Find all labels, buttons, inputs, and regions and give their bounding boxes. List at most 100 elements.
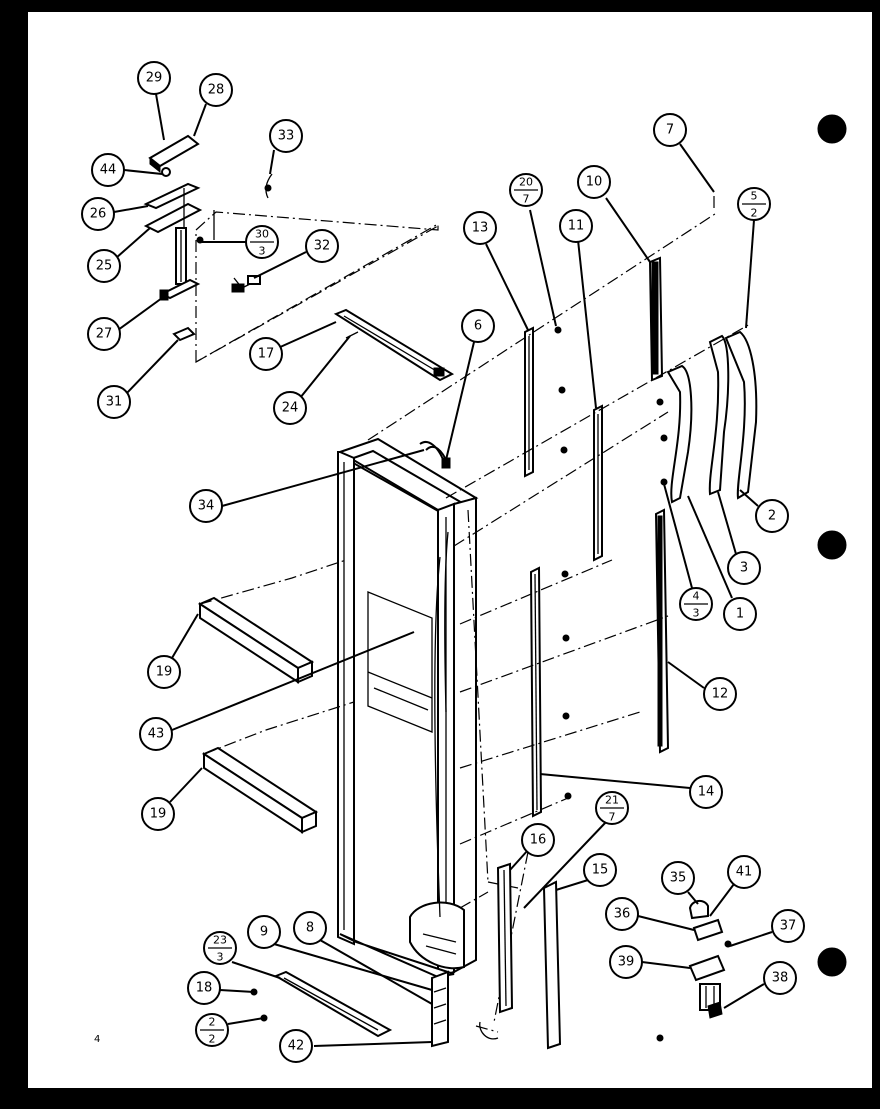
svg-text:30: 30 bbox=[255, 228, 269, 241]
callout-12: 12 bbox=[667, 661, 737, 711]
callout-32: 32 bbox=[253, 229, 339, 279]
rail-19-upper bbox=[197, 596, 315, 684]
svg-text:19: 19 bbox=[156, 665, 173, 680]
svg-text:38: 38 bbox=[772, 971, 789, 986]
svg-text:29: 29 bbox=[146, 71, 163, 86]
callout-28: 28 bbox=[193, 73, 233, 137]
svg-text:31: 31 bbox=[106, 395, 123, 410]
callout-2: 2 bbox=[739, 489, 789, 533]
handle-parts bbox=[656, 330, 758, 504]
svg-text:18: 18 bbox=[196, 981, 213, 996]
svg-text:43: 43 bbox=[148, 727, 165, 742]
callout-14: 14 bbox=[539, 773, 723, 809]
svg-text:7: 7 bbox=[609, 811, 616, 824]
page-mark: 4 bbox=[94, 1034, 100, 1045]
callout-35: 35 bbox=[661, 861, 699, 905]
svg-text:20: 20 bbox=[519, 176, 533, 189]
top-bracket bbox=[333, 308, 455, 382]
wire-harness bbox=[419, 441, 451, 469]
svg-text:26: 26 bbox=[90, 207, 107, 222]
callout-44: 44 bbox=[91, 153, 163, 187]
callout-2-2: 22 bbox=[195, 1013, 265, 1047]
svg-text:24: 24 bbox=[282, 401, 299, 416]
strip-11 bbox=[593, 404, 603, 562]
bottom-hinge-assembly bbox=[656, 900, 732, 1042]
callout-6: 6 bbox=[445, 309, 495, 461]
svg-text:3: 3 bbox=[740, 561, 748, 576]
svg-text:2: 2 bbox=[209, 1016, 216, 1029]
svg-text:4: 4 bbox=[693, 590, 700, 603]
strip-12 bbox=[654, 508, 670, 754]
callout-29: 29 bbox=[137, 61, 171, 141]
callout-1: 1 bbox=[687, 495, 757, 631]
svg-text:3: 3 bbox=[259, 245, 266, 258]
svg-text:12: 12 bbox=[712, 687, 729, 702]
svg-text:14: 14 bbox=[698, 785, 715, 800]
svg-text:41: 41 bbox=[736, 865, 753, 880]
svg-text:10: 10 bbox=[586, 175, 603, 190]
strip-15 bbox=[542, 880, 562, 1050]
svg-text:3: 3 bbox=[217, 951, 224, 964]
svg-text:35: 35 bbox=[670, 871, 687, 886]
callout-25: 25 bbox=[87, 227, 151, 283]
callout-27: 27 bbox=[87, 297, 163, 351]
callout-3: 3 bbox=[717, 491, 761, 585]
callout-20-7: 207 bbox=[509, 173, 557, 327]
svg-text:11: 11 bbox=[568, 219, 585, 234]
svg-text:39: 39 bbox=[618, 955, 635, 970]
svg-text:36: 36 bbox=[614, 907, 631, 922]
svg-text:28: 28 bbox=[208, 83, 225, 98]
svg-text:33: 33 bbox=[278, 129, 295, 144]
callout-15: 15 bbox=[555, 853, 617, 891]
strip-10 bbox=[648, 256, 664, 382]
svg-text:6: 6 bbox=[474, 319, 482, 334]
callout-11: 11 bbox=[559, 209, 597, 409]
punch-hole-top bbox=[817, 114, 847, 144]
svg-text:16: 16 bbox=[530, 833, 547, 848]
callout-17: 17 bbox=[249, 321, 337, 371]
construction-lines bbox=[367, 196, 751, 1033]
svg-text:34: 34 bbox=[198, 499, 215, 514]
strip-13 bbox=[524, 326, 568, 478]
punch-hole-bottom bbox=[817, 947, 847, 977]
callout-42: 42 bbox=[279, 1029, 433, 1063]
callout-23-3: 233 bbox=[203, 931, 281, 979]
callout-30-3: 303 bbox=[202, 225, 279, 259]
bottom-mount-plate bbox=[409, 901, 465, 970]
svg-text:9: 9 bbox=[260, 925, 268, 940]
top-hinge-assembly bbox=[143, 134, 439, 364]
strip-16 bbox=[496, 862, 514, 1014]
callout-21-7: 217 bbox=[523, 791, 629, 909]
callout-37: 37 bbox=[729, 909, 805, 947]
callout-13: 13 bbox=[463, 211, 529, 331]
svg-text:42: 42 bbox=[288, 1039, 305, 1054]
punch-hole-middle bbox=[817, 530, 847, 560]
svg-text:5: 5 bbox=[751, 190, 758, 203]
callout-43: 43 bbox=[139, 631, 415, 751]
svg-text:21: 21 bbox=[605, 794, 619, 807]
svg-text:37: 37 bbox=[780, 919, 797, 934]
callout-39: 39 bbox=[609, 945, 691, 979]
svg-text:2: 2 bbox=[751, 207, 758, 220]
svg-text:15: 15 bbox=[592, 863, 609, 878]
svg-text:27: 27 bbox=[96, 327, 113, 342]
callout-19b: 19 bbox=[141, 767, 203, 831]
callout-33: 33 bbox=[269, 119, 303, 175]
rail-19-lower bbox=[201, 746, 319, 834]
exploded-parts-diagram: 29 28 44 26 25 27 31 33 303 32 17 24 6 3… bbox=[81, 61, 847, 1063]
svg-text:1: 1 bbox=[736, 607, 744, 622]
callout-34: 34 bbox=[189, 449, 425, 523]
callout-18: 18 bbox=[187, 971, 255, 1005]
svg-text:13: 13 bbox=[472, 221, 489, 236]
svg-text:2: 2 bbox=[209, 1033, 216, 1046]
callout-26: 26 bbox=[81, 197, 149, 231]
callout-36: 36 bbox=[605, 897, 695, 931]
strip-14 bbox=[529, 566, 572, 818]
callout-5-2: 52 bbox=[737, 187, 771, 329]
svg-text:25: 25 bbox=[96, 259, 113, 274]
cabinet-frame bbox=[337, 437, 479, 979]
callout-10: 10 bbox=[577, 165, 651, 263]
svg-text:3: 3 bbox=[693, 607, 700, 620]
